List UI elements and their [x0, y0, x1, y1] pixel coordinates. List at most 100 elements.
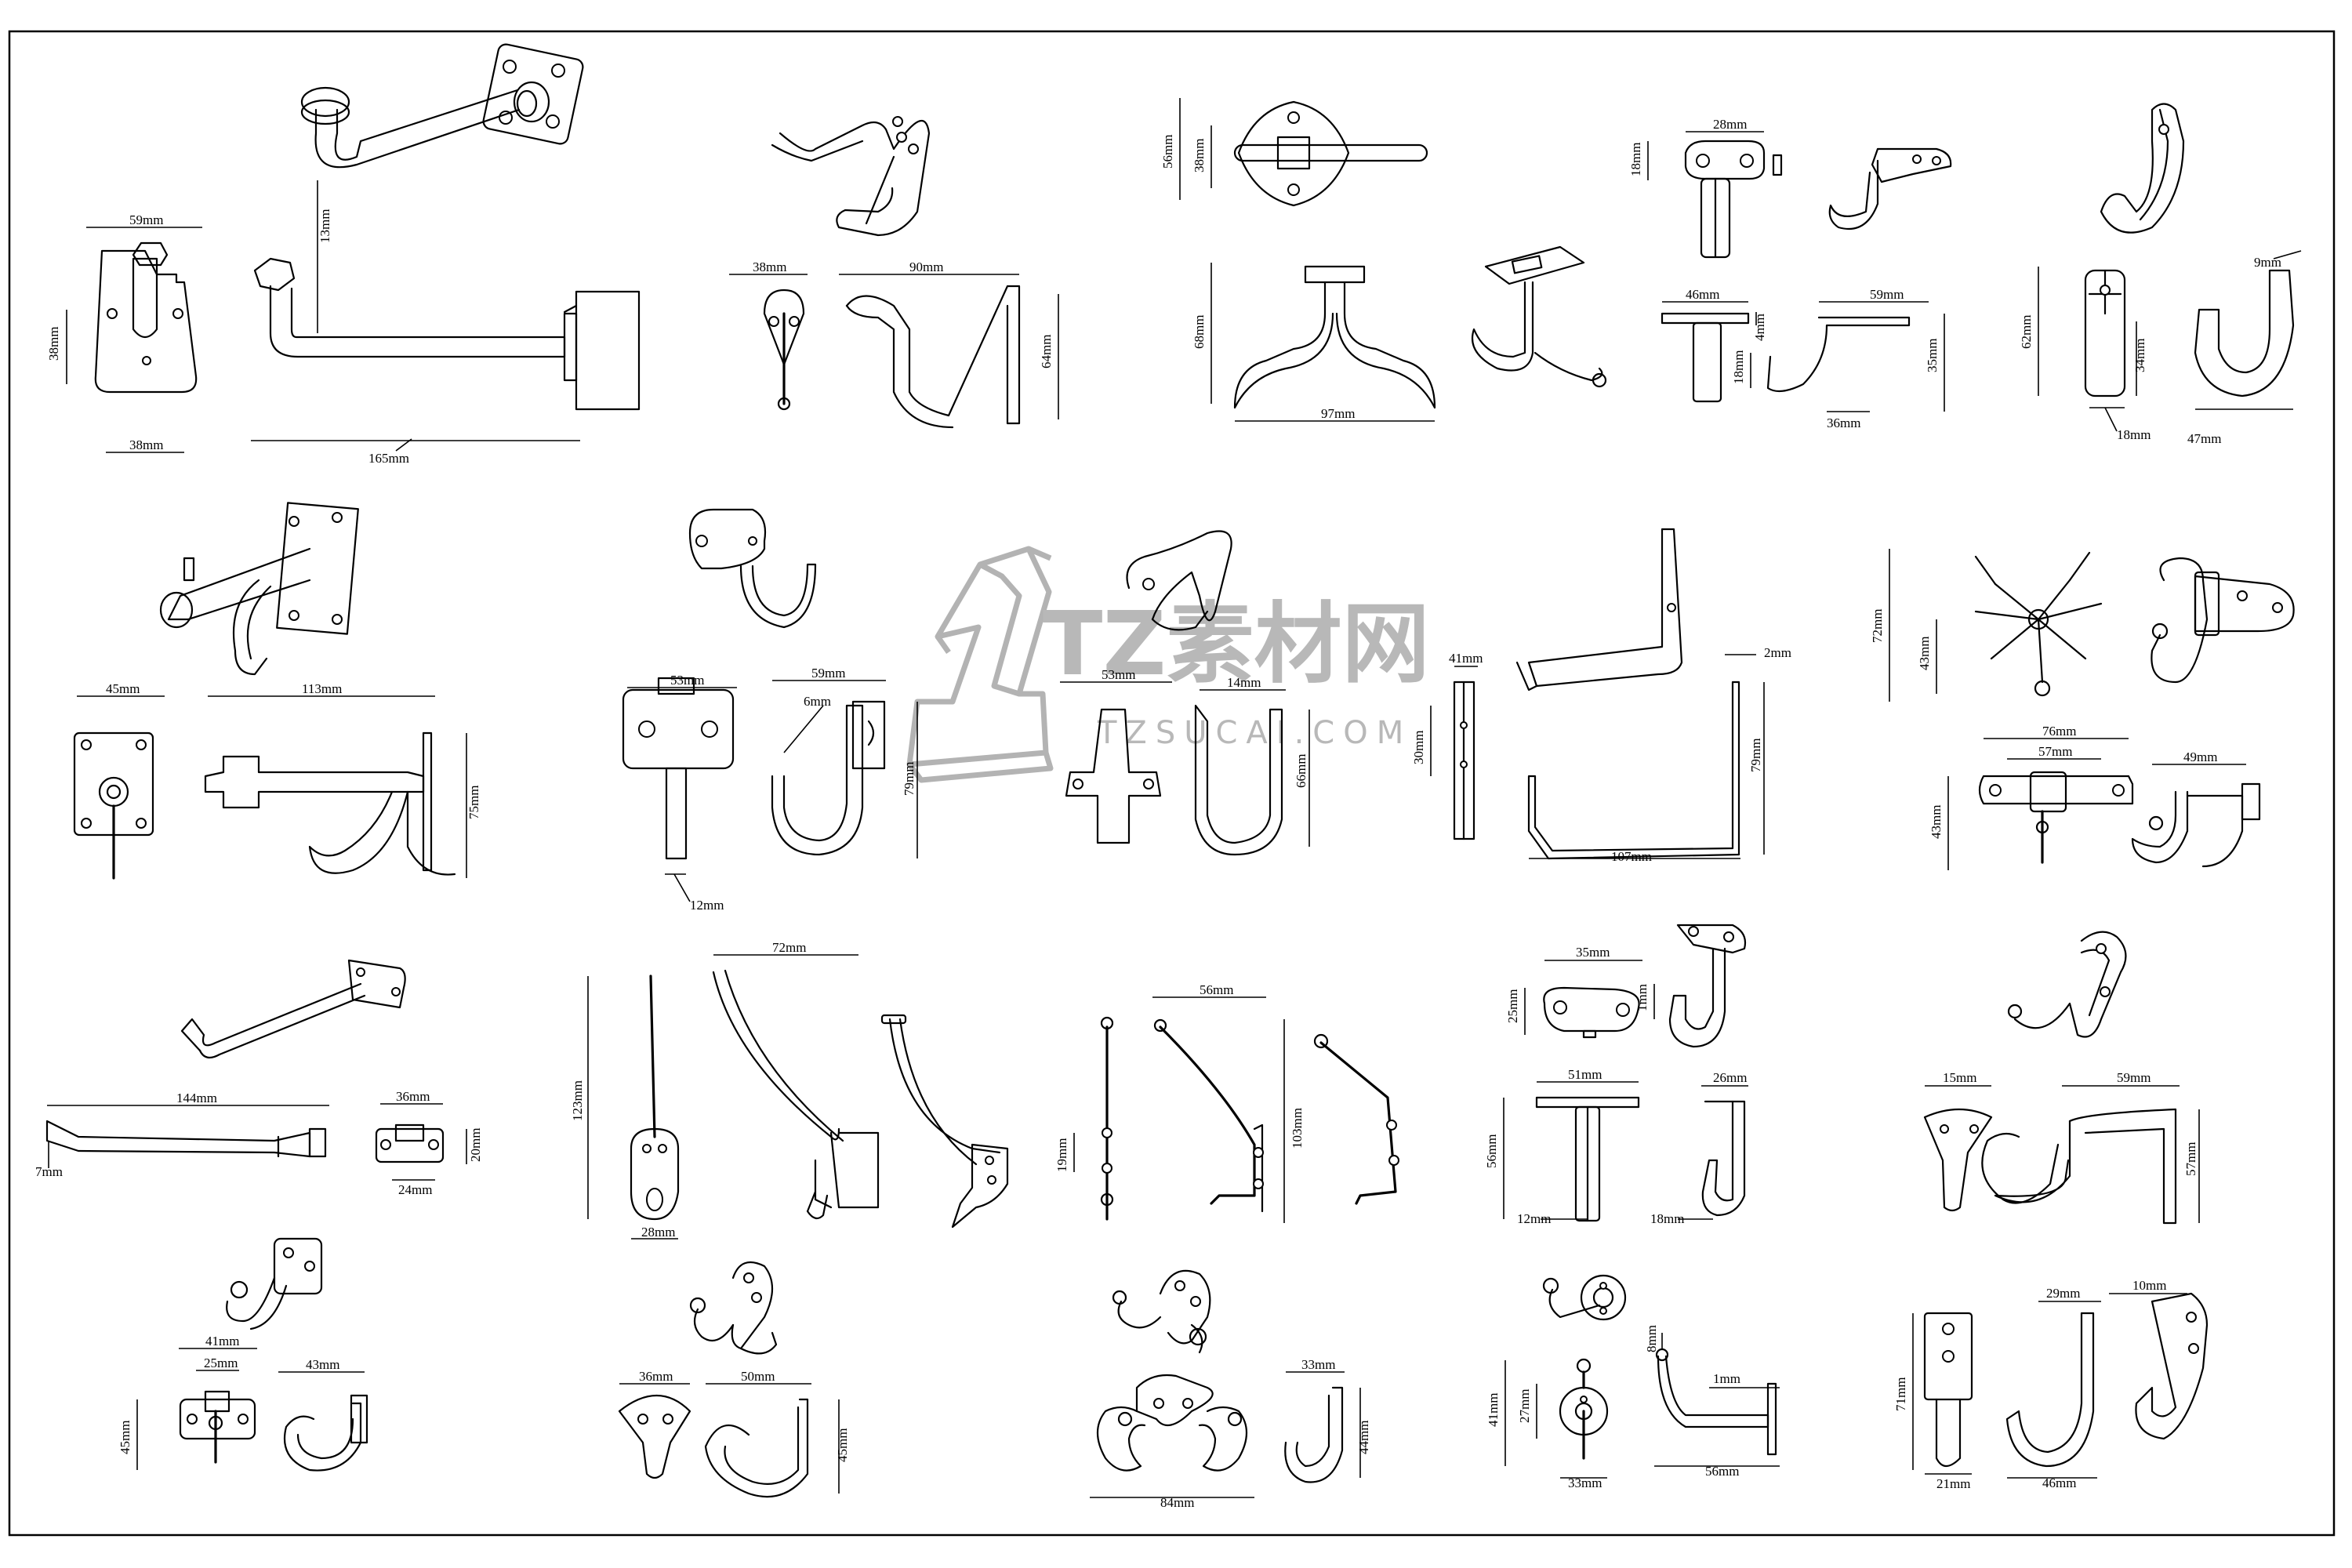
- watermark: TZ素材网 TZSUCAI.COM: [906, 546, 1430, 783]
- dim-label: 38mm: [129, 437, 163, 452]
- dim-label: 43mm: [1929, 805, 1944, 839]
- hook-h-square-hook: 53mm 14mm 66mm: [1060, 530, 1310, 856]
- dim-label: 79mm: [902, 762, 916, 796]
- dim-label: 47mm: [2187, 431, 2221, 446]
- hook-g-block-hook: 53mm 12mm 59mm 6mm 79mm: [622, 508, 918, 913]
- hook-d-plate: 28mm 18mm 46mm 4mm 59mm 35mm 18mm 36mm: [1628, 117, 1952, 430]
- hook-e-j-hook: 62mm 34mm 18mm 9mm 47mm: [2019, 103, 2302, 446]
- dim-label: 2mm: [1764, 645, 1791, 660]
- dim-label: 24mm: [398, 1182, 432, 1197]
- dim-label: 71mm: [1893, 1377, 1908, 1411]
- hook-a-swivel-bracket: 59mm 38mm 38mm 13mm 165mm: [46, 43, 641, 466]
- hook-s-round-plate: 41mm 27mm 33mm 8mm 1mm 56mm: [1486, 1274, 1780, 1490]
- dim-label: 59mm: [1870, 287, 1904, 302]
- dim-label: 41mm: [1449, 651, 1483, 666]
- dim-label: 66mm: [1294, 754, 1308, 788]
- hook-o-scroll-hook: 15mm 59mm 57mm: [1923, 931, 2200, 1225]
- dim-label: 62mm: [2019, 315, 2034, 349]
- dim-label: 27mm: [1517, 1389, 1532, 1423]
- hook-n-ceiling-hooks: 35mm 25mm 1mm 51mm 56mm 12mm 26mm 18mm: [1484, 924, 1748, 1226]
- hook-i-towel-bar: 41mm 30mm 2mm 79mm 107mm: [1411, 528, 1791, 864]
- dim-label: 35mm: [1576, 945, 1610, 960]
- dim-label: 18mm: [1628, 143, 1643, 176]
- dim-label: 49mm: [2183, 750, 2217, 764]
- dim-label: 10mm: [2132, 1278, 2166, 1293]
- dim-label: 45mm: [106, 681, 140, 696]
- dim-label: 72mm: [1870, 609, 1885, 643]
- dim-label: 18mm: [1731, 350, 1746, 384]
- dim-label: 113mm: [302, 681, 342, 696]
- dim-label: 38mm: [753, 260, 786, 274]
- dim-label: 26mm: [1713, 1070, 1747, 1085]
- dim-label: 68mm: [1192, 315, 1207, 349]
- hook-l-tall-coat-hooks: 123mm 28mm 72mm: [570, 940, 1009, 1240]
- dim-label: 56mm: [1705, 1464, 1739, 1479]
- dim-label: 75mm: [466, 786, 481, 819]
- dim-label: 34mm: [2132, 339, 2147, 372]
- dim-label: 28mm: [1713, 117, 1747, 132]
- dim-label: 28mm: [641, 1225, 675, 1240]
- dim-label: 18mm: [1650, 1211, 1684, 1226]
- dim-label: 59mm: [2117, 1070, 2151, 1085]
- dim-label: 1mm: [1635, 984, 1650, 1011]
- dim-label: 15mm: [1943, 1070, 1976, 1085]
- dim-label: 165mm: [368, 451, 409, 466]
- dim-label: 18mm: [2117, 427, 2151, 442]
- dim-label: 53mm: [1102, 667, 1135, 682]
- hook-m-wire-hooks: 19mm 56mm 103mm: [1054, 982, 1399, 1223]
- dim-label: 9mm: [2254, 255, 2281, 270]
- dim-label: 144mm: [176, 1091, 217, 1105]
- dim-label: 90mm: [909, 260, 943, 274]
- dim-label: 38mm: [1192, 139, 1207, 172]
- dim-label: 72mm: [772, 940, 806, 955]
- dim-label: 123mm: [570, 1080, 585, 1121]
- watermark-logo: [906, 546, 1054, 783]
- dim-label: 30mm: [1411, 731, 1426, 764]
- dim-label: 64mm: [1039, 335, 1054, 368]
- dim-label: 41mm: [205, 1334, 239, 1348]
- dim-label: 76mm: [2042, 724, 2076, 739]
- hook-p-block-hook-small: 41mm 25mm 45mm 43mm: [118, 1237, 368, 1472]
- hook-q-double-small: 36mm 50mm 45mm: [618, 1261, 850, 1498]
- dim-label: 41mm: [1486, 1393, 1501, 1427]
- dim-label: 45mm: [118, 1421, 132, 1454]
- dim-label: 29mm: [2046, 1286, 2080, 1301]
- dim-label: 53mm: [670, 673, 704, 688]
- dim-label: 33mm: [1301, 1357, 1335, 1372]
- dim-label: 21mm: [1936, 1476, 1970, 1491]
- dim-label: 103mm: [1290, 1108, 1305, 1149]
- dim-label: 36mm: [1827, 416, 1860, 430]
- dim-label: 57mm: [2038, 744, 2072, 759]
- dim-label: 107mm: [1611, 849, 1652, 864]
- dim-label: 12mm: [1517, 1211, 1551, 1226]
- dim-label: 35mm: [1925, 339, 1940, 372]
- dim-label: 33mm: [1568, 1475, 1602, 1490]
- dim-label: 12mm: [690, 898, 724, 913]
- dim-label: 46mm: [2042, 1475, 2076, 1490]
- dim-label: 38mm: [46, 327, 61, 361]
- dim-label: 56mm: [1160, 135, 1175, 169]
- dim-label: 6mm: [804, 694, 831, 709]
- dim-label: 4mm: [1752, 314, 1767, 341]
- dim-label: 14mm: [1227, 675, 1261, 690]
- dim-label: 45mm: [835, 1428, 850, 1462]
- dim-label: 8mm: [1644, 1325, 1659, 1352]
- dim-label: 36mm: [396, 1089, 430, 1104]
- dim-label: 57mm: [2183, 1142, 2198, 1176]
- dim-label: 1mm: [1713, 1371, 1740, 1386]
- dim-label: 13mm: [318, 209, 332, 243]
- dim-label: 59mm: [811, 666, 845, 681]
- hook-r-triple-hook: 84mm 33mm 44mm: [1090, 1269, 1371, 1510]
- dim-label: 56mm: [1200, 982, 1233, 997]
- dim-label: 84mm: [1160, 1495, 1194, 1510]
- watermark-domain: TZSUCAI.COM: [1097, 715, 1412, 751]
- dim-label: 20mm: [468, 1128, 483, 1162]
- hook-f-wall-coat-hook: 45mm 113mm 75mm: [73, 502, 481, 880]
- dim-label: 59mm: [129, 212, 163, 227]
- dim-label: 25mm: [1505, 989, 1520, 1023]
- hook-k-peg-hook: 144mm 7mm 36mm 20mm 24mm: [35, 959, 483, 1197]
- dim-label: 50mm: [741, 1369, 775, 1384]
- dim-label: 25mm: [204, 1356, 238, 1370]
- dim-label: 43mm: [1917, 637, 1932, 670]
